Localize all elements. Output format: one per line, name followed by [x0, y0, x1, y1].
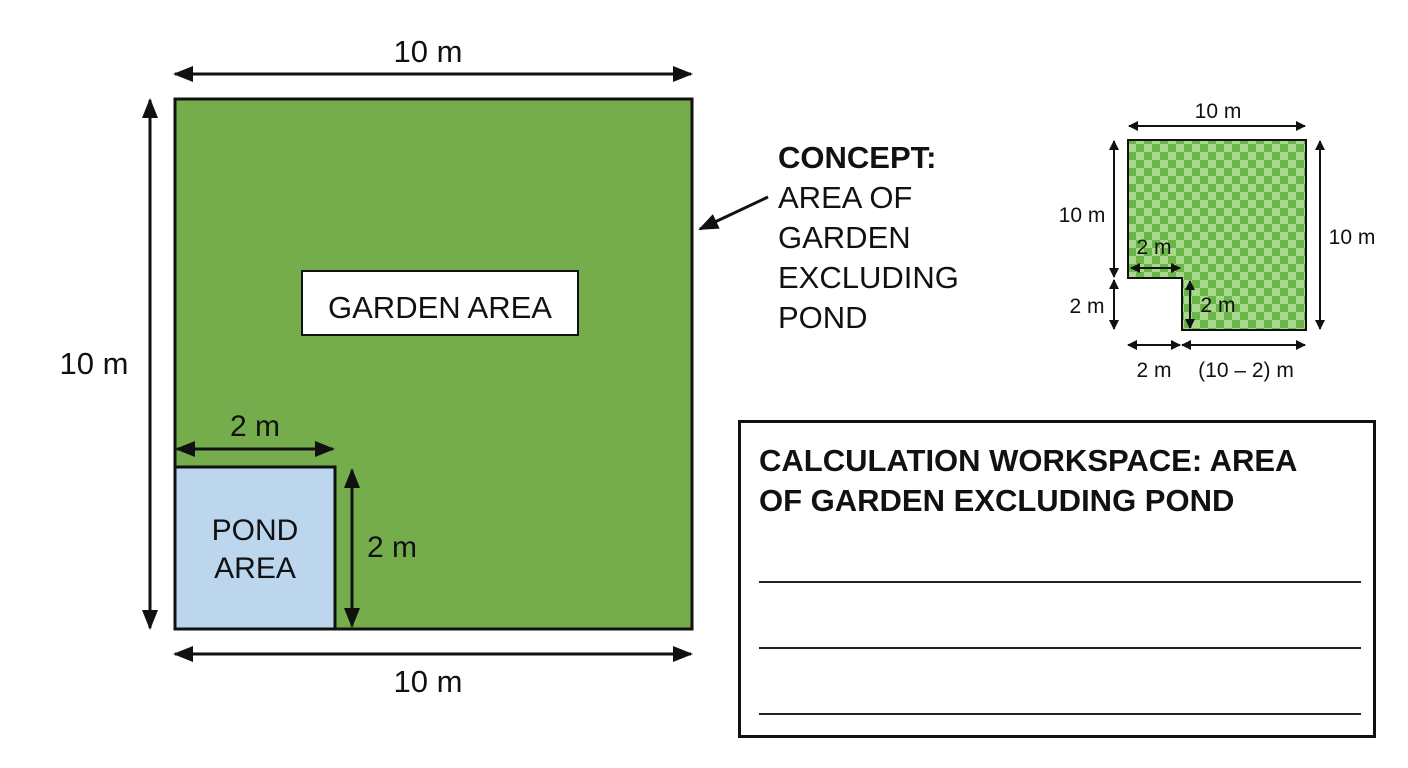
concept-line: AREA OF: [778, 180, 913, 215]
small-notch-height-label: 2 m: [1200, 294, 1235, 317]
pond-label-line1: POND: [212, 514, 299, 547]
small-right-label: 10 m: [1329, 226, 1376, 249]
small-left-label: 10 m: [1059, 204, 1106, 227]
small-bottom-left-height-label: 2 m: [1069, 295, 1104, 318]
concept-block: CONCEPT: AREA OF GARDEN EXCLUDING POND: [778, 138, 959, 338]
answer-line[interactable]: [759, 581, 1361, 583]
concept-line: EXCLUDING: [778, 260, 959, 295]
calculation-workspace: CALCULATION WORKSPACE: AREA OF GARDEN EX…: [738, 420, 1376, 738]
pond-height-label: 2 m: [367, 531, 417, 564]
workspace-title-line2: OF GARDEN EXCLUDING POND: [759, 483, 1235, 518]
small-top-label: 10 m: [1195, 100, 1242, 123]
answer-line[interactable]: [759, 647, 1361, 649]
small-bottom-left-width-label: 2 m: [1136, 359, 1171, 382]
concept-line: POND: [778, 300, 868, 335]
workspace-title: CALCULATION WORKSPACE: AREA OF GARDEN EX…: [759, 441, 1359, 521]
garden-label-box: [301, 270, 579, 336]
answer-line[interactable]: [759, 713, 1361, 715]
concept-title: CONCEPT:: [778, 140, 937, 175]
concept-pointer-arrow: [698, 195, 769, 231]
concept-line: GARDEN: [778, 220, 911, 255]
workspace-title-line1: CALCULATION WORKSPACE: AREA: [759, 443, 1298, 478]
small-notch-width-label: 2 m: [1136, 236, 1171, 259]
bottom-dimension-label: 10 m: [394, 664, 463, 699]
pond-rectangle: [173, 465, 337, 631]
l-shape-region: [1127, 139, 1307, 331]
top-dimension-label: 10 m: [394, 34, 463, 69]
left-dimension-label: 10 m: [60, 346, 129, 381]
small-bottom-right-width-label: (10 – 2) m: [1198, 359, 1294, 382]
pond-width-label: 2 m: [230, 410, 280, 443]
pond-label-line2: AREA: [214, 552, 296, 585]
garden-label: GARDEN AREA: [328, 290, 552, 325]
